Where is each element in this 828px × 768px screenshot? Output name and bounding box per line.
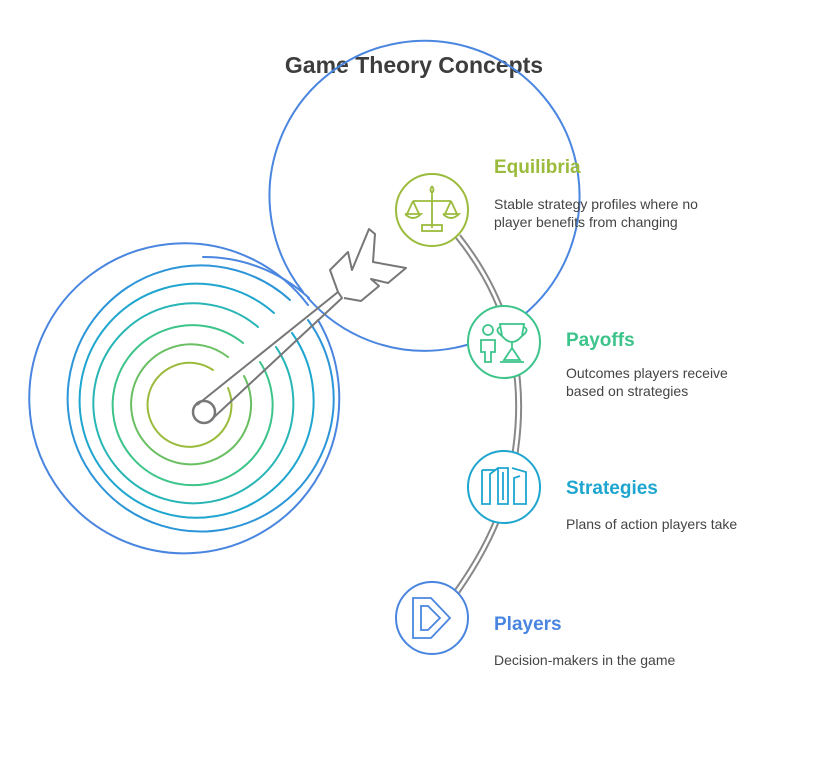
payoffs-title: Payoffs xyxy=(566,330,635,351)
trophy-icon xyxy=(480,323,528,363)
arrow-graphic xyxy=(196,228,407,421)
strategies-desc: Plans of action players take xyxy=(566,516,738,532)
target-graphic xyxy=(28,39,581,555)
doors-icon xyxy=(481,467,527,505)
players-desc: Decision-makers in the game xyxy=(494,652,676,668)
strategies-title: Strategies xyxy=(566,478,658,499)
timeline-curve xyxy=(454,234,523,594)
equilibria-desc: Stable strategy profiles where no player… xyxy=(494,196,698,230)
players-node xyxy=(395,581,469,655)
equilibria-title: Equilibria xyxy=(494,157,581,178)
strategies-node xyxy=(467,450,541,524)
payoffs-desc: Outcomes players receive based on strate… xyxy=(566,365,728,399)
payoffs-node xyxy=(467,305,541,379)
players-title: Players xyxy=(494,614,562,635)
play-arrow-icon xyxy=(412,597,452,639)
equilibria-node xyxy=(395,173,469,247)
scales-icon xyxy=(404,185,462,232)
